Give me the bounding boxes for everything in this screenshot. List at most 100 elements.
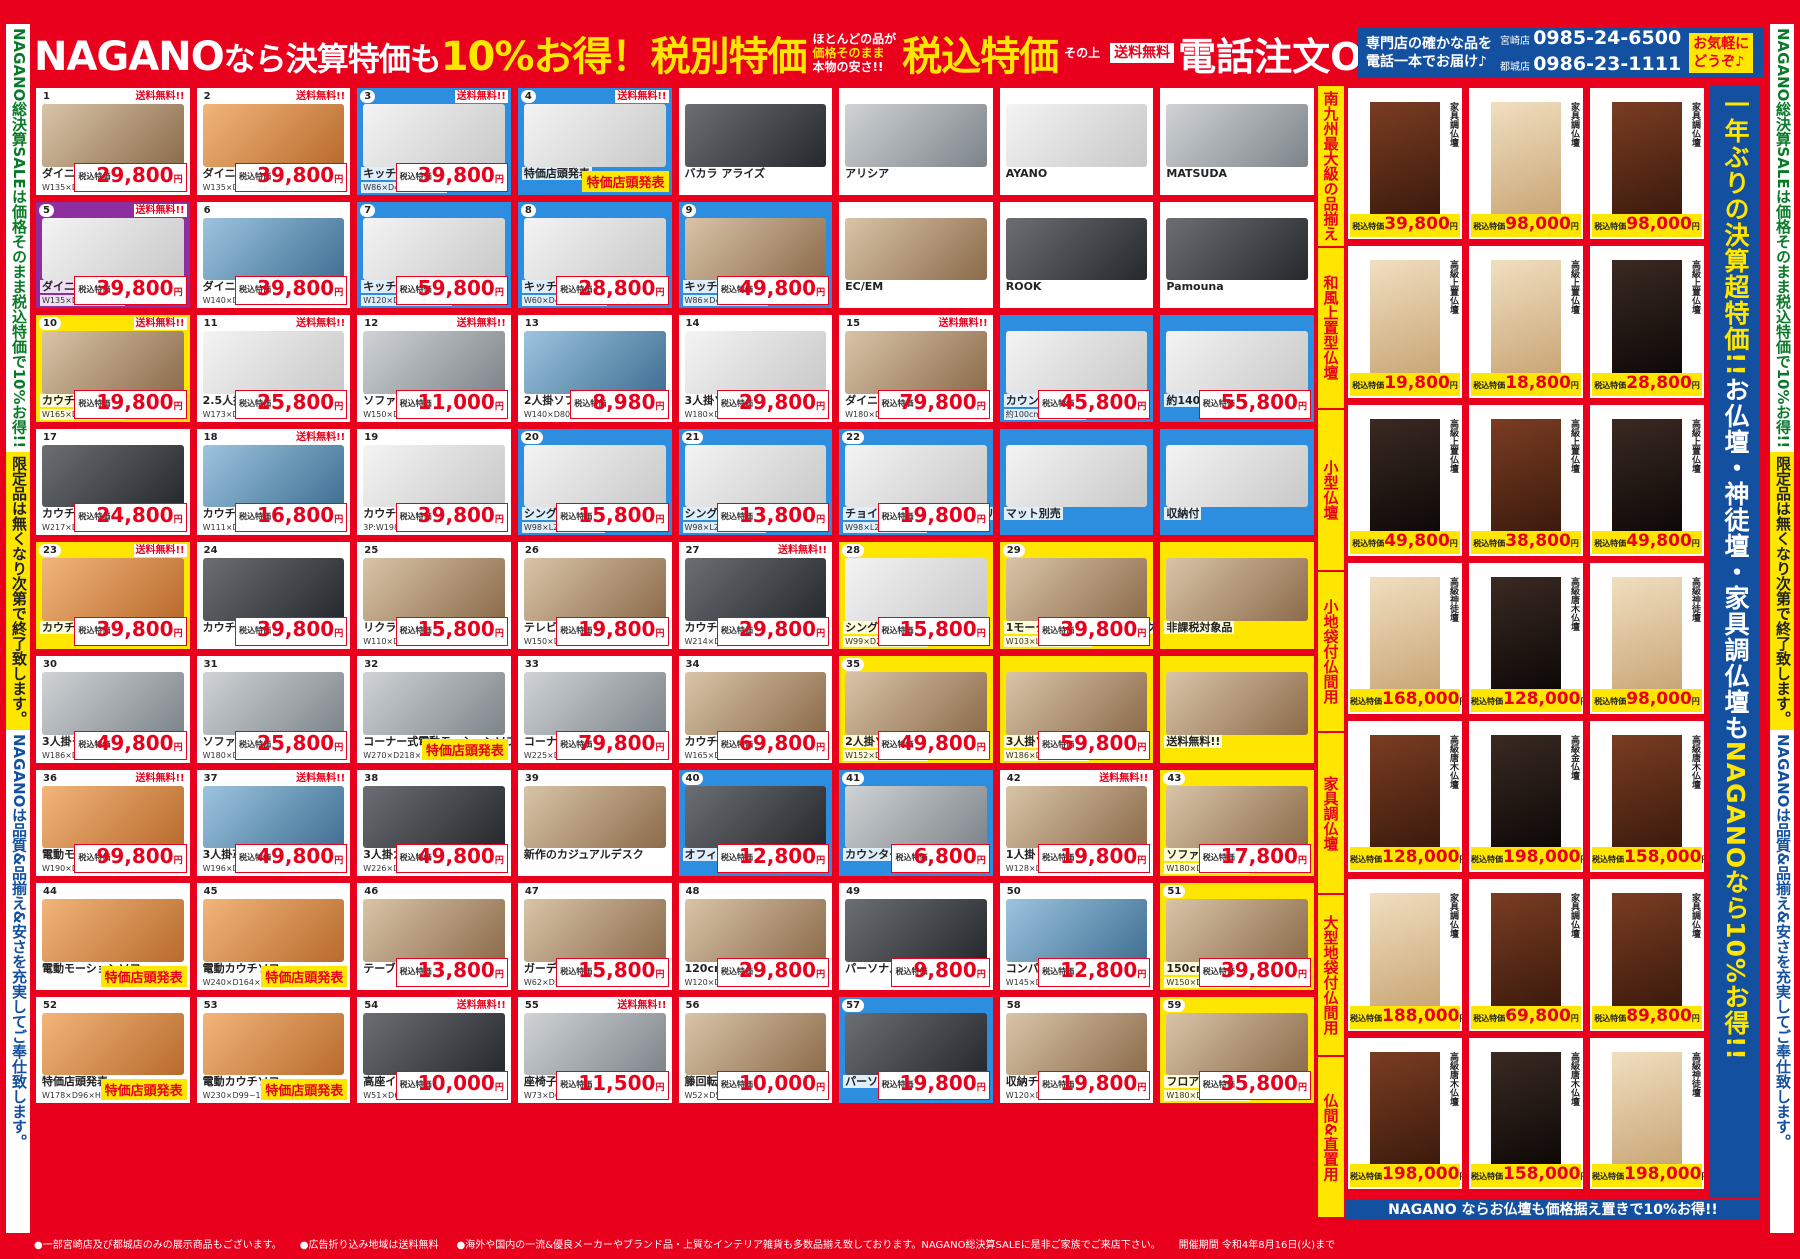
phone-miyakonojo[interactable]: 0986-23-1111 (1533, 53, 1682, 75)
product-card[interactable]: マット別売 (997, 426, 1156, 538)
product-card[interactable]: 7キッチンボードW120×D45×H200cm税込特価59,800円 (355, 199, 513, 311)
product-card[interactable]: 46テーブル&チェア3点セット税込特価13,800円 (355, 881, 513, 992)
butsudan-card[interactable]: 高級上置仏壇税込特価18,800円 (1467, 244, 1585, 400)
product-card[interactable]: 291モーター電動リクライニングベッドW103×L195×H74cm税込特価39… (997, 540, 1156, 651)
product-card[interactable]: 31ソファベッドW180×D78×H76cm税込特価25,800円 (194, 653, 353, 765)
butsudan-card[interactable]: 高級上置仏壇税込特価49,800円 (1346, 402, 1464, 558)
butsudan-card[interactable]: 家具調仏壇税込特価39,800円 (1346, 86, 1464, 242)
butsudan-card[interactable]: 家具調仏壇税込特価69,800円 (1467, 877, 1585, 1033)
product-card[interactable]: 37送料無料!!3人掛革張ソファW196×D96×H92cm税込特価49,800… (194, 767, 353, 879)
product-card[interactable]: 3人掛ソファW186×D80×H84cm税込特価59,800円 (997, 653, 1156, 765)
butsudan-card[interactable]: 高級神徒壇税込特価98,000円 (1588, 560, 1706, 717)
butsudan-card[interactable]: 高級神徒壇税込特価228,000円 (1346, 1194, 1464, 1198)
product-card[interactable]: 1送料無料!!ダイニング4点セットW135×D80×H70cm税込特価29,80… (34, 86, 192, 197)
product-card[interactable]: アリシア (837, 86, 995, 197)
product-card[interactable]: ROOK (997, 199, 1156, 311)
product-card[interactable]: EC/EM (837, 199, 995, 311)
product-card[interactable]: 5送料無料!!ダイニング5点セットW135×D80×H70cm税込特価39,80… (34, 199, 192, 311)
product-card[interactable]: 47ガーデンセットW62×D53×H65.5cm税込特価15,800円 (515, 881, 674, 992)
product-card[interactable]: 56籐回転座椅子W52×D53×H55cm税込特価10,000円 (676, 994, 835, 1106)
product-card[interactable]: 21シングルベッドフレームW98×L208×H85cm税込特価13,800円 (676, 426, 835, 538)
product-card[interactable]: MATSUDA (1158, 86, 1316, 197)
product-card[interactable]: 26テレビボードW150×D38×H38cm税込特価19,800円 (515, 540, 674, 651)
product-card[interactable]: カウンターワゴン約100cm / 約120cm税込特価45,800円 (997, 313, 1156, 424)
product-card[interactable]: 43ソファーベッドW180×D82×H73cm税込特価17,800円 (1158, 767, 1316, 879)
product-card[interactable]: 383人掛カウチソファーベッドW226×D80×H84cm税込特価49,800円 (355, 767, 513, 879)
product-card[interactable]: 収納付 (1158, 426, 1316, 538)
product-card[interactable]: 34カウチソファW165×D85×H80cm税込特価69,800円 (676, 653, 835, 765)
product-card[interactable]: 24カウチソファ税込特価39,800円 (194, 540, 353, 651)
product-card[interactable]: 352人掛ソファW152×D80×H84cm税込特価49,800円 (837, 653, 995, 765)
product-card[interactable]: 6ダイニング5点セットW140×D80×H75cm税込特価39,800円 (194, 199, 353, 311)
butsudan-card[interactable]: 家具調仏壇税込特価98,000円 (1588, 86, 1706, 242)
product-card[interactable]: 19カウチソファ3点セット3P:W198×D76×H87cm税込特価39,800… (355, 426, 513, 538)
butsudan-card[interactable]: 高級上置仏壇税込特価28,800円 (1588, 244, 1706, 400)
butsudan-card[interactable]: 高級唐木仏壇税込特価168,000円 (1467, 1194, 1585, 1198)
product-card[interactable]: Pamouna (1158, 199, 1316, 311)
product-card[interactable]: 11送料無料!!2.5人掛ソファW173×D88×H105cm税込特価25,80… (194, 313, 353, 424)
product-card[interactable]: 28シングルベッドW99×D208×H70cm税込特価15,800円 (837, 540, 995, 651)
product-card[interactable]: バカラ アライズ (676, 86, 835, 197)
product-card[interactable]: 8キッチンボード&カウンターW60×D40×H180cm税込特価28,800円 (515, 199, 674, 311)
product-card[interactable]: 33コーナーカウチソファW225×D80×H64cm税込特価79,800円 (515, 653, 674, 765)
product-card[interactable]: 2送料無料!!ダイニング4点セットW135×D80×H70cm税込特価39,80… (194, 86, 353, 197)
product-card[interactable]: 143人掛ソファW180×D85×H76cm税込特価29,800円 (676, 313, 835, 424)
product-card[interactable]: 20シングルベッドフレームW98×L208×H85cm税込特価15,800円 (515, 426, 674, 538)
product-card[interactable]: 非課税対象品 (1158, 540, 1316, 651)
product-card[interactable]: 50コンパクトカウチソファW145×D94×H79cm税込特価12,800円 (997, 881, 1156, 992)
phone-miyazaki[interactable]: 0985-24-6500 (1533, 27, 1682, 49)
product-card[interactable]: AYANO (997, 86, 1156, 197)
altar-photo (1370, 418, 1440, 532)
product-card[interactable]: 32コーナー式電動モーションソファセットW270×D218×H79cm特価店頭発… (355, 653, 513, 765)
product-card[interactable]: 57パーソナルチェア税込特価19,800円 (837, 994, 995, 1106)
product-card[interactable]: 48120cm家具調コタツW120×D75×H36cm税込特価29,800円 (676, 881, 835, 992)
product-card[interactable]: 9キッチンボードW86×D43×H181cm税込特価49,800円 (676, 199, 835, 311)
product-card[interactable]: 15送料無料!!ダイニング6点セットW180×D90×H70cm税込特価79,8… (837, 313, 995, 424)
product-card[interactable]: 17カウチソファW217×D81×H72cm税込特価24,800円 (34, 426, 192, 538)
product-card[interactable]: 51150cm家具調コタツW150×D90×H36cm税込特価39,800円 (1158, 881, 1316, 992)
product-card[interactable]: 58収納チェスト3タイプW120×D40×H85cm税込特価19,800円 (997, 994, 1156, 1106)
butsudan-card[interactable]: 高級上置仏壇税込特価19,800円 (1346, 244, 1464, 400)
product-card[interactable]: 25リクライニングソファW110×D67~95×H74cm税込特価15,800円 (355, 540, 513, 651)
product-card[interactable]: 送料無料!! (1158, 653, 1316, 765)
butsudan-card[interactable]: 高級上置仏壇税込特価49,800円 (1588, 402, 1706, 558)
product-card[interactable]: 40オフィスチェア税込特価12,800円 (676, 767, 835, 879)
butsudan-card[interactable]: 高級上置仏壇税込特価38,800円 (1467, 402, 1585, 558)
product-card[interactable]: 59フロアテーブルW180×D85×H35cm税込特価35,800円 (1158, 994, 1316, 1106)
price-value: 49,800 (1626, 530, 1692, 551)
product-card[interactable]: 303人掛モーションソファW186×D88×H101cm税込特価49,800円 (34, 653, 192, 765)
product-card[interactable]: 36送料無料!!電動モーションソファW190×D95×H95cm税込特価99,8… (34, 767, 192, 879)
product-card[interactable]: 22チョイ置コンセント付シングルベッドフレームW98×L208×H83cm税込特… (837, 426, 995, 538)
butsudan-card[interactable]: 高級唐木仏壇税込特価228,000円 (1588, 1194, 1706, 1198)
butsudan-card[interactable]: 家具調仏壇税込特価89,800円 (1588, 877, 1706, 1033)
butsudan-card[interactable]: 家具調仏壇税込特価98,000円 (1467, 86, 1585, 242)
